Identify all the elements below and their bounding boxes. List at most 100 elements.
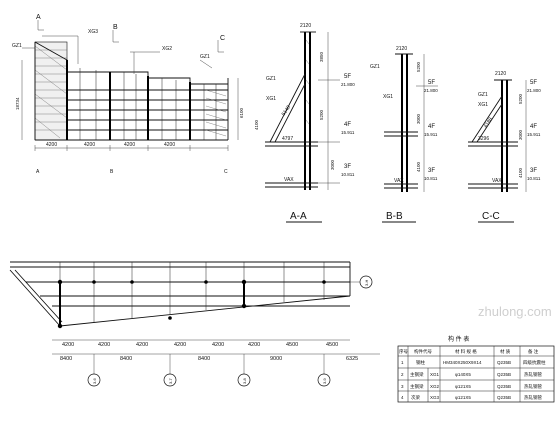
bb-floor-3f: 3F xyxy=(428,168,435,174)
th-spec: 材 料 规 格 xyxy=(455,348,477,355)
grid-bubble-3 xyxy=(237,373,251,387)
cc-level-4f: 15.911 xyxy=(527,132,541,137)
dim-left: 18734 xyxy=(15,97,20,110)
aa-floor-4f: 4F xyxy=(344,122,351,128)
plan-dim2-3: 9000 xyxy=(270,356,282,362)
dim-bottom-1: 4200 xyxy=(46,142,57,148)
r2-index: 2 xyxy=(401,372,404,377)
plan-column-nodes xyxy=(57,279,326,329)
grid-label-1: 3-6 xyxy=(92,377,97,384)
watermark: zhulong.com xyxy=(478,304,552,319)
section-mark-b: B xyxy=(113,24,118,31)
r2-name: 主钢梁 xyxy=(410,371,424,378)
dim-right: 6100 xyxy=(239,107,244,118)
cc-top-dim: 2120 xyxy=(495,71,506,77)
plan-dim1-7: 4500 xyxy=(326,342,338,348)
r4-spec: φ121X5 xyxy=(455,395,471,400)
r2-material: Q235B xyxy=(497,372,511,377)
bb-h3: 4100 xyxy=(416,161,421,172)
r3-spec: φ121X5 xyxy=(455,384,471,389)
r1-spec: HM340X250X9X14 xyxy=(443,360,482,365)
bb-floor-4f: 4F xyxy=(428,124,435,130)
plan-dim2-1: 8400 xyxy=(120,356,132,362)
bb-top-dim: 2120 xyxy=(396,46,407,52)
r2-remark: 热轧钢管 xyxy=(524,371,542,378)
r3-remark: 热轧钢管 xyxy=(524,383,542,390)
section-aa: 2120 GZ1 XG1 5148 4797 VAX 3850 5200 300… xyxy=(254,23,355,223)
r4-remark: 热轧钢管 xyxy=(524,394,542,401)
r1-index: 1 xyxy=(401,360,404,365)
cc-h2: 3000 xyxy=(518,129,523,140)
aa-h1: 3850 xyxy=(319,51,324,62)
aa-xg1: XG1 xyxy=(266,96,276,102)
dim-bottom-3: 4200 xyxy=(124,142,135,148)
aa-h3: 3000 xyxy=(330,159,335,170)
aa-vax: VAX xyxy=(284,177,294,183)
bb-level-3f: 10.811 xyxy=(424,176,438,181)
aa-diag: 5148 xyxy=(281,104,292,117)
cc-floor-4f: 4F xyxy=(530,124,537,130)
member-schedule: 构 件 表 序号 构件代号 材 料 规 格 材 质 备 注 1 钢柱 HM340… xyxy=(397,335,555,403)
section-cc: 2120 GZ1 XG1 4188 3296 VAX 5200 3000 410… xyxy=(468,71,541,223)
r4-name: 次梁 xyxy=(411,394,420,401)
aa-title: A-A xyxy=(290,211,307,222)
label-gz1-right: GZ1 xyxy=(200,54,210,60)
bb-level-5f: 21.800 xyxy=(424,88,438,93)
cc-width: 3296 xyxy=(478,136,489,142)
elevation-hatch-panel xyxy=(34,41,68,141)
aa-h2: 5200 xyxy=(319,109,324,120)
plan-dim2-0: 8400 xyxy=(60,356,72,362)
section-mark-c: C xyxy=(220,35,225,42)
cc-title: C-C xyxy=(482,211,500,222)
section-bb: 2120 GZ1 XG1 VAX 5200 3000 4100 5F 21.80… xyxy=(370,46,438,223)
label-xg2: XG2 xyxy=(162,46,172,52)
aa-level-3f: 10.811 xyxy=(341,172,355,177)
plan-dim2-4: 6325 xyxy=(346,356,358,362)
r3-name: 主钢梁 xyxy=(410,383,424,390)
grid-label-3: 3-8 xyxy=(242,377,247,384)
r3-material: Q235B xyxy=(497,384,511,389)
r4-code: XG3 xyxy=(430,395,440,400)
label-xg3: XG3 xyxy=(88,29,98,35)
aa-top-dim: 2120 xyxy=(300,23,311,29)
r4-index: 4 xyxy=(401,395,404,400)
plan-axis-bubble xyxy=(359,275,373,289)
plan-dim2-2: 8400 xyxy=(198,356,210,362)
bb-level-4f: 15.911 xyxy=(424,132,438,137)
th-remark: 备 注 xyxy=(528,348,539,355)
aa-level-5f: 21.800 xyxy=(341,82,355,87)
plan-dim1-5: 4200 xyxy=(248,342,260,348)
cc-h3: 4100 xyxy=(518,167,523,178)
cc-level-3f: 10.811 xyxy=(527,176,541,181)
plan-dim1-6: 4500 xyxy=(286,342,298,348)
plan-view: 3-H 4200 4200 4200 4200 4200 4200 4500 4… xyxy=(9,261,380,387)
bb-xg1: XG1 xyxy=(383,94,393,100)
plan-dim1-1: 4200 xyxy=(98,342,110,348)
plan-dim1-3: 4200 xyxy=(174,342,186,348)
plan-dim1-2: 4200 xyxy=(136,342,148,348)
th-material: 材 质 xyxy=(500,348,511,355)
axis-a: A xyxy=(36,169,40,175)
aa-width: 4797 xyxy=(282,136,293,142)
aa-level-4f: 15.911 xyxy=(341,130,355,135)
bb-h2: 3000 xyxy=(416,113,421,124)
dim-bottom-2: 4200 xyxy=(84,142,95,148)
bb-vax: VAX xyxy=(394,178,404,184)
grid-bubble-1 xyxy=(87,373,101,387)
plan-axis-label: 3-H xyxy=(364,279,369,286)
r1-remark: 四级抗震柱 xyxy=(523,359,546,366)
cc-xg1: XG1 xyxy=(478,102,488,108)
cc-h1: 5200 xyxy=(518,93,523,104)
r3-code: XG2 xyxy=(430,384,440,389)
r2-spec: φ140X5 xyxy=(455,372,471,377)
r4-material: Q235B xyxy=(497,395,511,400)
aa-floor-5f: 5F xyxy=(344,74,351,80)
r3-index: 3 xyxy=(401,384,404,389)
grid-label-4: 3-9 xyxy=(322,377,327,384)
cc-gz1: GZ1 xyxy=(478,92,488,98)
th-index: 序号 xyxy=(399,348,408,355)
plan-dim1-0: 4200 xyxy=(62,342,74,348)
aa-h4: 4100 xyxy=(254,119,259,130)
r1-material: Q235B xyxy=(497,360,511,365)
grid-bubble-4 xyxy=(317,373,331,387)
